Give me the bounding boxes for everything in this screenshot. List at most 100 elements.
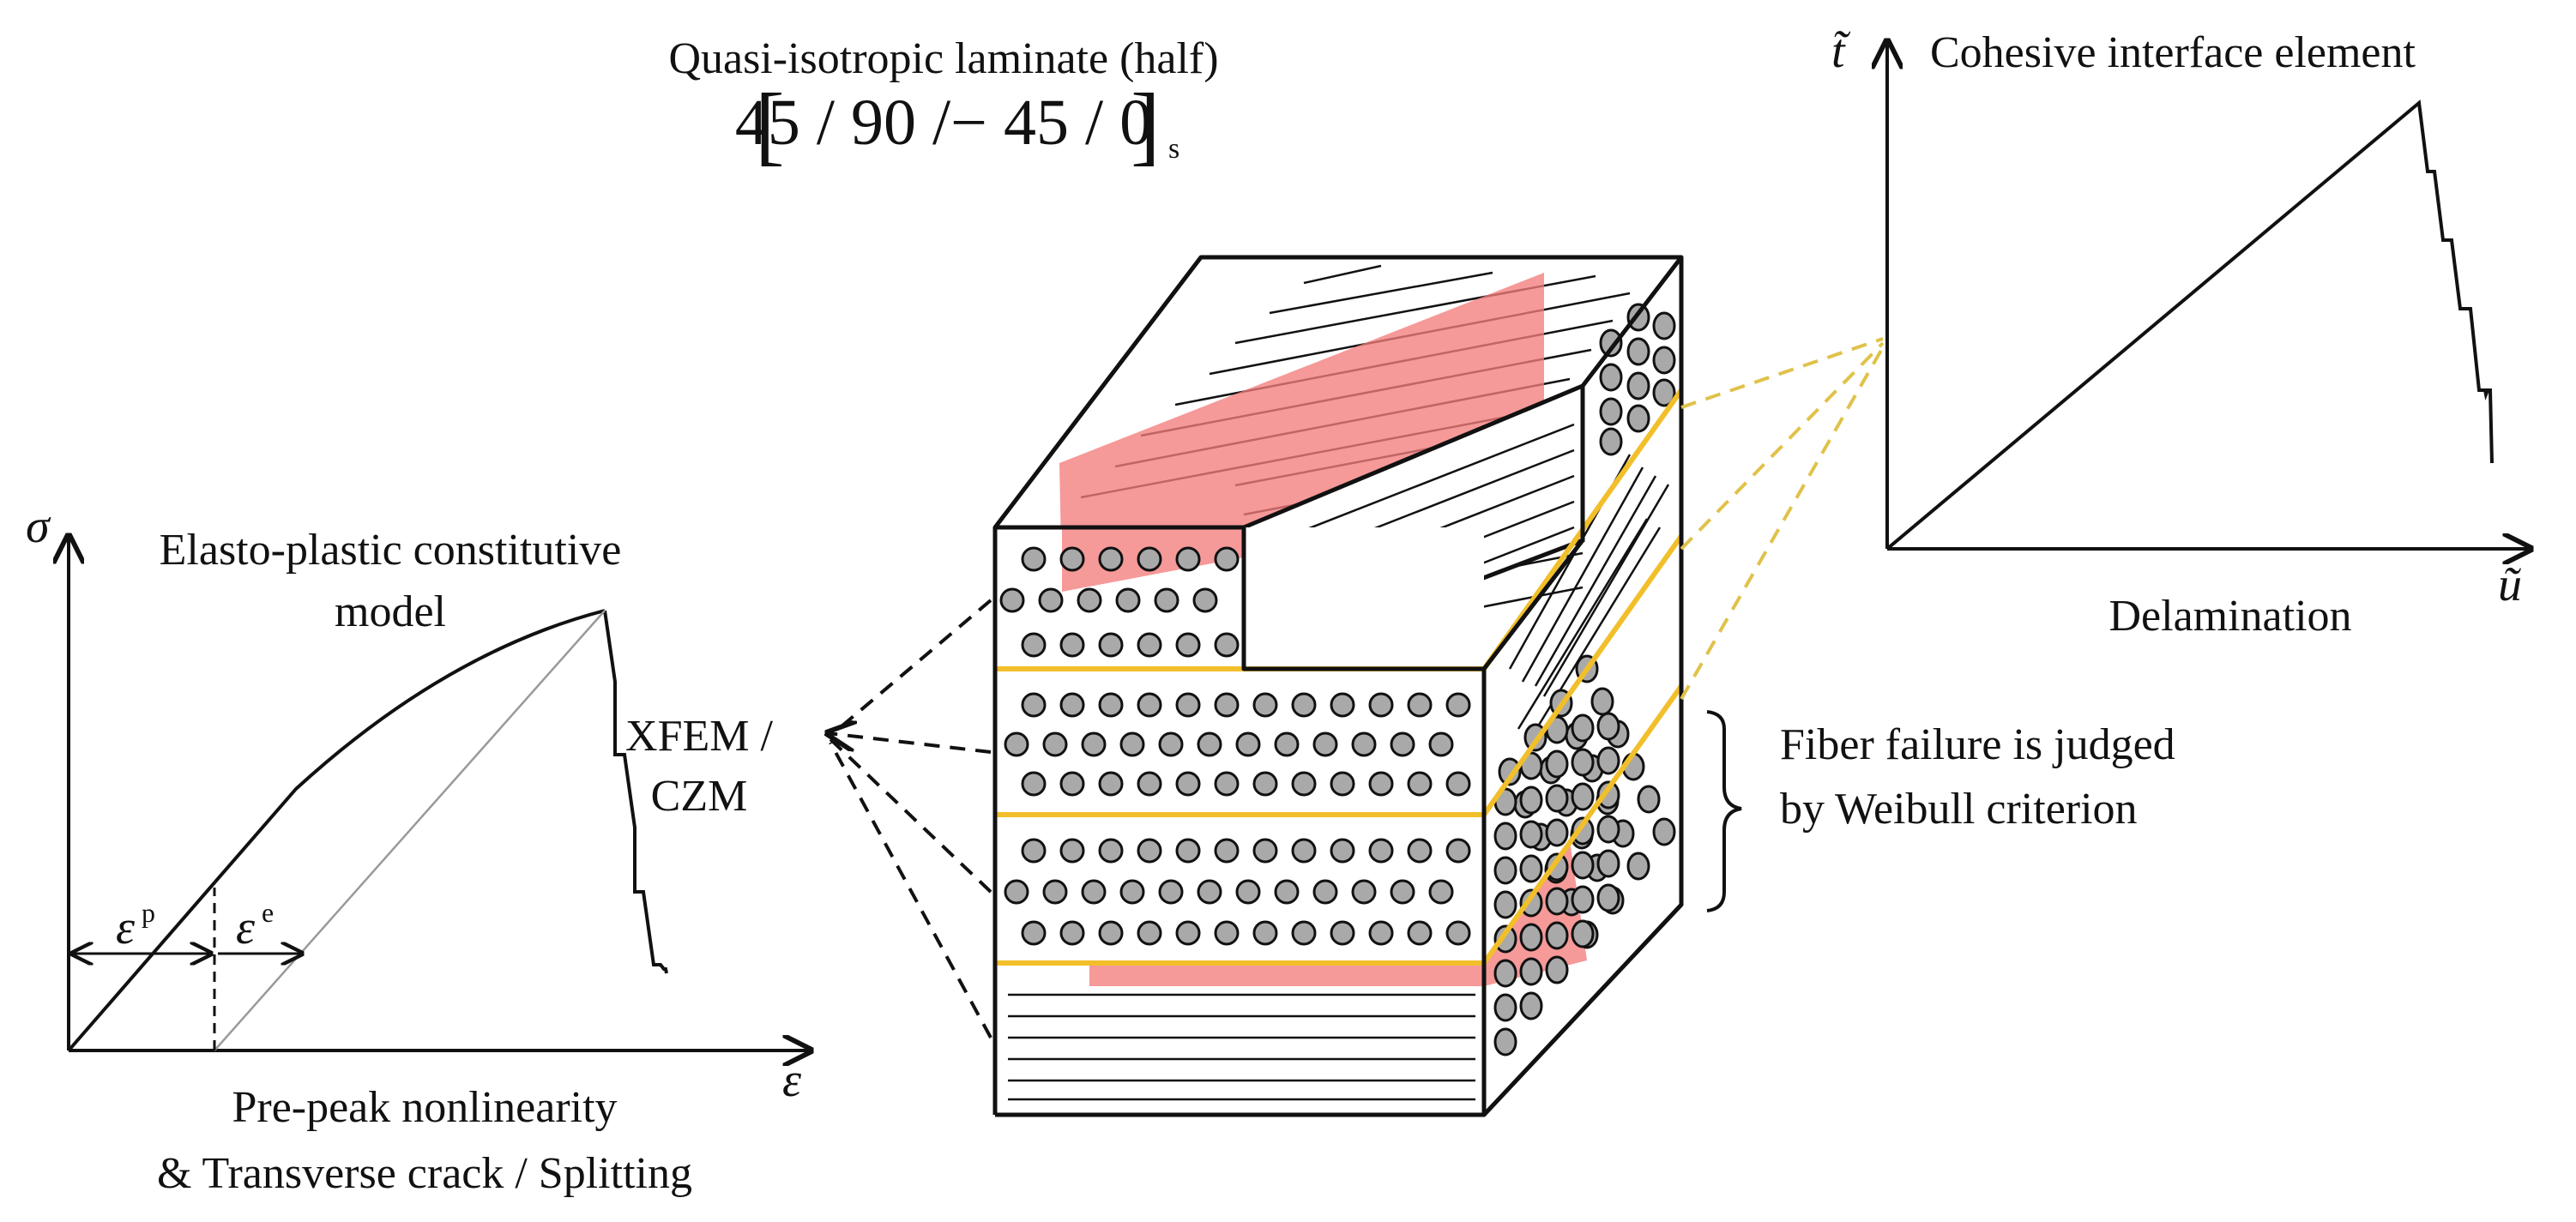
fiber-circle — [1098, 632, 1124, 658]
side-fiber-circle — [1652, 817, 1676, 846]
left-stress-strain-plot: σ ε Elasto-plastic constitutive model ε … — [26, 500, 811, 1198]
fiber-circle — [1407, 692, 1433, 718]
side-fiber-circle — [1571, 851, 1595, 880]
fiber-circle — [1291, 771, 1317, 797]
side-fiber-circle — [1571, 713, 1595, 743]
fiber-circle — [1038, 587, 1064, 613]
fiber-circle — [1214, 546, 1240, 572]
fiber-note-brace — [1706, 710, 1742, 912]
fiber-circle — [1077, 587, 1102, 613]
side-fiber-circle — [1519, 820, 1543, 849]
side-fiber-circle — [1571, 782, 1595, 811]
side-fiber-circle — [1545, 921, 1569, 950]
fiber-circle — [1154, 587, 1179, 613]
fiber-circle — [1059, 771, 1085, 797]
fiber-circle — [1252, 838, 1278, 864]
fiber-circle — [1214, 692, 1240, 718]
fiber-circle — [1214, 632, 1240, 658]
fiber-circle — [1137, 920, 1162, 946]
fiber-circle — [1175, 692, 1201, 718]
fiber-circle — [1042, 879, 1068, 905]
fiber-circle — [1119, 731, 1145, 757]
fiber-circle — [1021, 692, 1047, 718]
fiber-circle — [1042, 731, 1068, 757]
left-x-axis-symbol: ε — [782, 1054, 802, 1107]
fiber-circle — [1175, 838, 1201, 864]
plastic-strain-symbol: ε — [116, 901, 136, 954]
fiber-circle — [1252, 692, 1278, 718]
fiber-circle — [1214, 838, 1240, 864]
side-fiber-circle — [1519, 957, 1543, 986]
fiber-circle — [999, 587, 1025, 613]
xfem-label-line1: XFEM / — [625, 712, 773, 761]
side-fiber-circle — [1545, 818, 1569, 847]
right-y-axis-symbol: t̃ — [1831, 25, 1851, 78]
fiber-circle — [1197, 879, 1222, 905]
fiber-circle — [1368, 838, 1394, 864]
fiber-circle — [1021, 632, 1047, 658]
unloading-line — [214, 610, 606, 1051]
block-outline — [992, 255, 1684, 1117]
fiber-circle — [1330, 771, 1355, 797]
fiber-circle — [1192, 587, 1218, 613]
right-traction-separation-plot: t̃ ũ Cohesive interface element Delamina… — [1831, 25, 2531, 641]
fiber-circle — [1137, 692, 1162, 718]
fiber-circle — [1312, 879, 1338, 905]
fiber-circle — [1137, 546, 1162, 572]
fiber-circle — [1407, 920, 1433, 946]
fiber-circle — [1445, 838, 1471, 864]
fiber-circle — [1137, 632, 1162, 658]
bottom-ply-lines — [1008, 993, 1475, 1101]
fiber-circle — [1214, 771, 1240, 797]
fiber-circle — [1175, 546, 1201, 572]
fiber-circle — [1098, 546, 1124, 572]
fiber-circle — [1330, 920, 1355, 946]
side-fiber-circle — [1596, 815, 1620, 844]
side-fiber-circle — [1498, 757, 1522, 786]
side-fiber-circle — [1493, 856, 1517, 885]
fiber-circle — [1274, 879, 1300, 905]
fiber-circle — [1059, 920, 1085, 946]
fiber-circle — [1407, 771, 1433, 797]
fiber-circle — [1081, 731, 1107, 757]
fiber-circle — [1390, 879, 1415, 905]
side-fiber-circle — [1596, 883, 1620, 912]
fiber-circle — [1368, 771, 1394, 797]
left-y-axis-symbol: σ — [26, 500, 51, 553]
front-fiber-circles — [999, 546, 1471, 946]
side-fiber-circle — [1493, 822, 1517, 851]
right-x-axis-symbol: ũ — [2498, 558, 2522, 611]
left-caption-line2: & Transverse crack / Splitting — [157, 1149, 692, 1198]
side-fiber-circle — [1571, 919, 1595, 948]
fiber-failure-note: Fiber failure is judged by Weibull crite… — [1706, 710, 2175, 912]
side-fiber-circle — [1519, 923, 1543, 952]
fiber-circle — [1312, 731, 1338, 757]
fiber-circle — [1291, 692, 1317, 718]
fiber-note-line1: Fiber failure is judged — [1780, 720, 2175, 769]
side-fiber-circle — [1545, 887, 1569, 916]
fiber-circle — [1081, 879, 1107, 905]
top-damage-region — [1059, 273, 1544, 592]
laminate-title-text: Quasi-isotropic laminate (half) — [668, 34, 1218, 83]
xfem-label-line2: CZM — [651, 772, 748, 821]
side-fiber-circle — [1637, 785, 1661, 814]
side-fiber-circle — [1590, 687, 1614, 716]
fiber-circle — [1428, 879, 1454, 905]
laminate-title: Quasi-isotropic laminate (half) [ 45 / 9… — [668, 34, 1218, 174]
fiber-circle — [1098, 838, 1124, 864]
layup-subscript: s — [1168, 133, 1179, 165]
side-fiber-circle — [1519, 888, 1543, 918]
fiber-circle — [1021, 546, 1047, 572]
fiber-circle — [1175, 920, 1201, 946]
right-face-fibers — [1493, 654, 1676, 1056]
fiber-circle — [1098, 771, 1124, 797]
fiber-circle — [1137, 771, 1162, 797]
side-fiber-circle — [1571, 748, 1595, 777]
fiber-circle — [1119, 879, 1145, 905]
fiber-circle — [1445, 692, 1471, 718]
notch-side-fibers — [1599, 303, 1676, 456]
fiber-circle — [1175, 771, 1201, 797]
fiber-circle — [1390, 731, 1415, 757]
fiber-circle — [1428, 731, 1454, 757]
fiber-circle — [1214, 920, 1240, 946]
